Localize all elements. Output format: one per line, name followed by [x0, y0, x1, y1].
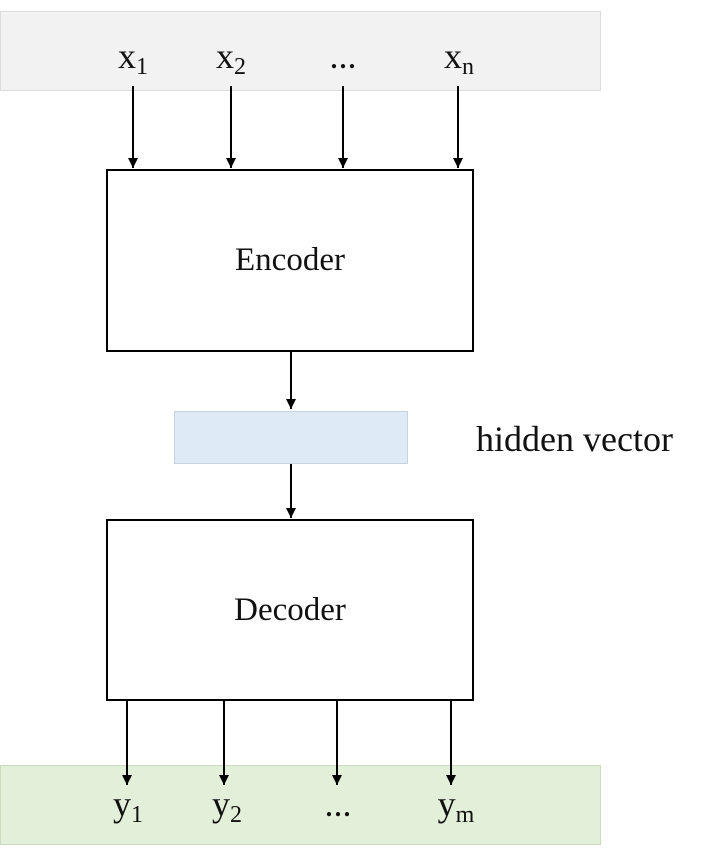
output-token-ellipsis: ...	[324, 784, 352, 824]
output-token-1: y1	[113, 784, 143, 828]
output-token-2: y2	[212, 784, 242, 828]
input-token-2: x2	[216, 36, 246, 80]
encoder-label: Encoder	[235, 242, 345, 278]
output-token-m: ym	[437, 784, 475, 828]
input-token-ellipsis: ...	[329, 36, 357, 76]
input-band	[0, 11, 601, 91]
decoder-label: Decoder	[234, 591, 346, 628]
hidden-vector-label: hidden vector	[476, 419, 673, 459]
encoder-block: Encoder	[106, 169, 474, 352]
output-band	[0, 765, 601, 845]
decoder-block: Decoder	[106, 519, 474, 701]
input-token-1: x1	[118, 36, 148, 80]
hidden-vector-box	[174, 411, 408, 464]
input-token-n: xn	[444, 36, 474, 80]
